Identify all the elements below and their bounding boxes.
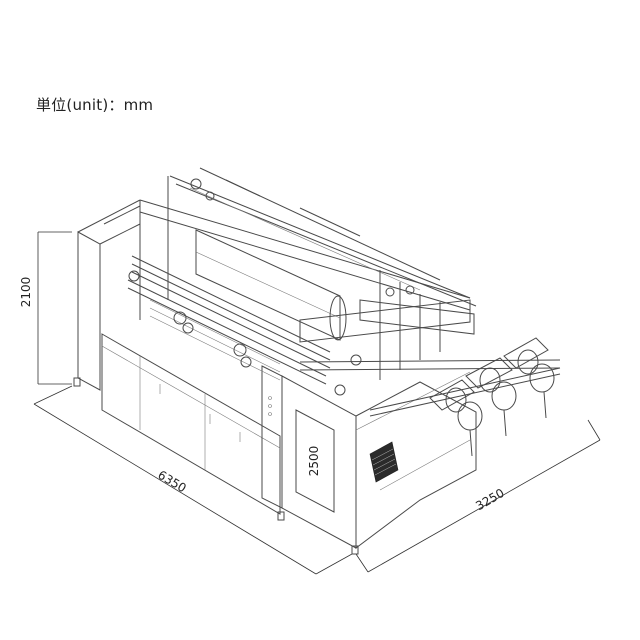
- inner-value: 2500: [307, 446, 321, 477]
- length-value: 6350: [155, 468, 188, 496]
- machine-frame: 2500: [73, 199, 477, 555]
- right-rollers: [299, 337, 561, 457]
- width-value: 3250: [473, 486, 506, 513]
- height-value: 2100: [19, 277, 33, 308]
- motor-2: [465, 357, 517, 437]
- dimension-height: 2100: [19, 231, 72, 385]
- dimension-width: 3250: [355, 419, 601, 573]
- motor-1: [429, 379, 483, 457]
- upper-mechanism: [103, 167, 477, 396]
- motor-3: [503, 337, 555, 419]
- unit-label: 単位(unit)：mm: [36, 96, 154, 114]
